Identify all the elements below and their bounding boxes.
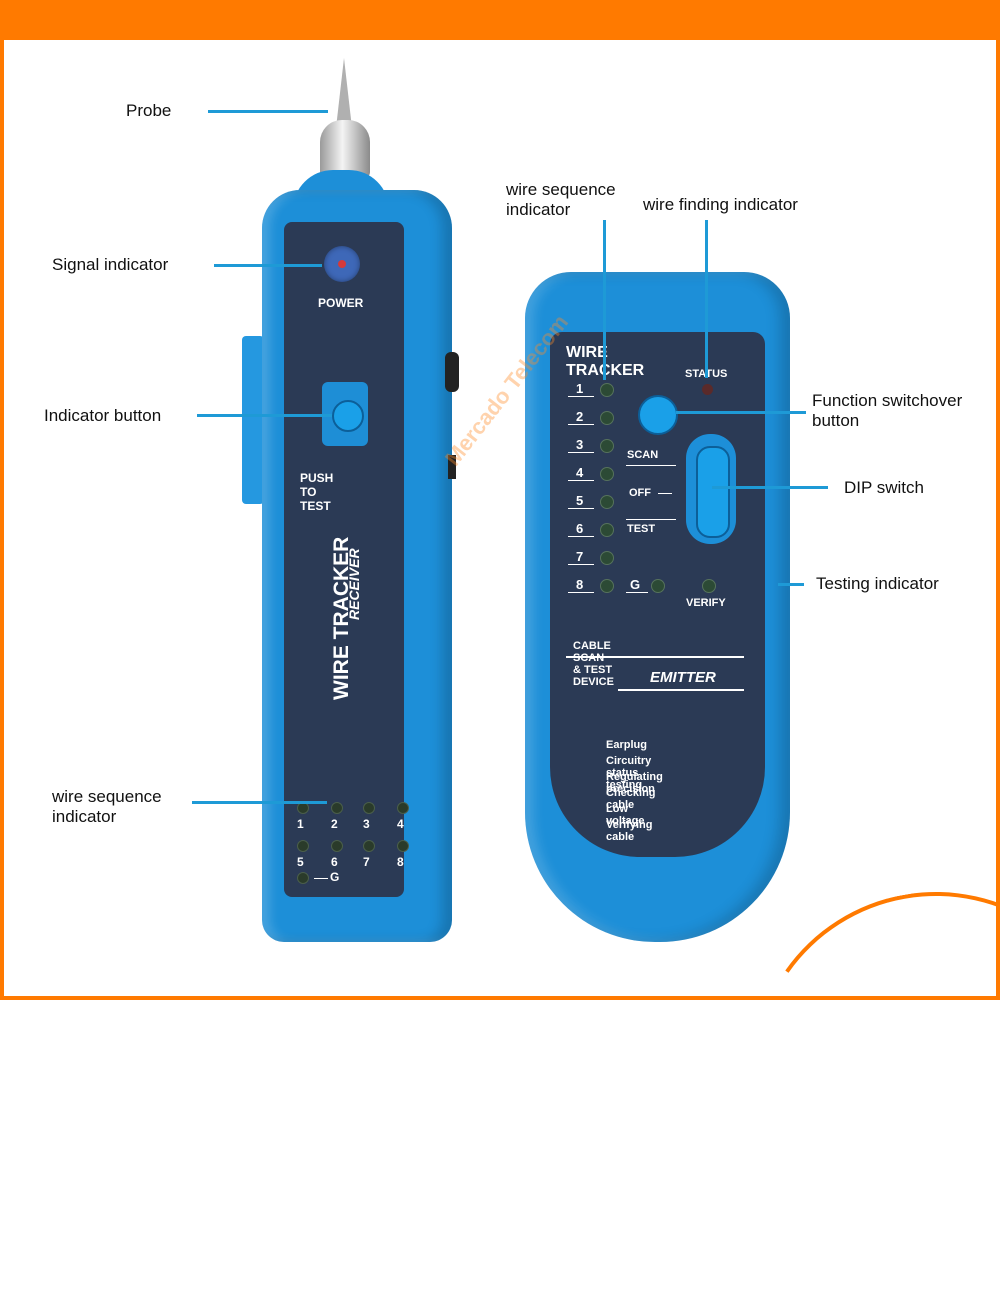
ground-led (651, 579, 665, 593)
receiver-switch[interactable] (448, 455, 456, 479)
receiver-led (363, 840, 375, 852)
brand-bar (276, 34, 1000, 40)
receiver-panel (284, 222, 404, 897)
receiver-led (331, 802, 343, 814)
channel-label: 2 (576, 409, 584, 424)
leader-dip-switch (712, 486, 828, 489)
emitter-label: EMITTER (650, 669, 716, 686)
callout-probe: Probe (126, 101, 172, 120)
volume-knob[interactable] (445, 352, 459, 392)
frame-border (0, 0, 1000, 1000)
receiver-led-label: 7 (363, 855, 370, 869)
channel-led (600, 383, 614, 397)
leader-function-switch (676, 411, 806, 414)
channel-led (600, 551, 614, 565)
receiver-led (397, 802, 409, 814)
channel-label: 4 (576, 465, 584, 480)
function-switch-button[interactable] (638, 395, 678, 435)
feature-item: Verifying cable (606, 819, 653, 843)
callout-receiver-wire-sequence: wire sequence indicator (52, 787, 162, 826)
channel-label: 5 (576, 493, 584, 508)
channel-led (600, 523, 614, 537)
receiver-led-label: 1 (297, 817, 304, 831)
receiver-led-label: 8 (397, 855, 404, 869)
feature-item: Low voltage (606, 803, 645, 827)
probe-tip (336, 58, 352, 128)
leader-receiver-wire-sequence (192, 801, 327, 804)
receiver-led (397, 840, 409, 852)
callout-function-switch: Function switchover button (812, 391, 963, 430)
test-label: TEST (627, 523, 656, 535)
receiver-led-label: 6 (331, 855, 338, 869)
callout-signal-indicator: Signal indicator (52, 255, 169, 274)
channel-led (600, 495, 614, 509)
leader-indicator-button (197, 414, 332, 417)
channel-label: 6 (576, 521, 584, 536)
feature-item: Checking cable (606, 787, 656, 811)
leader-wire-finding (705, 220, 708, 378)
channel-label: 7 (576, 549, 584, 564)
feature-item: Earplug (606, 739, 647, 751)
leader-testing-indicator (778, 583, 804, 586)
corner-decoration (722, 862, 1000, 1289)
verify-led (702, 579, 716, 593)
receiver-led-label: 2 (331, 817, 338, 831)
receiver-led (297, 840, 309, 852)
receiver-led (331, 840, 343, 852)
channel-label: 8 (576, 577, 584, 592)
receiver-led (363, 802, 375, 814)
receiver-ground-led (297, 872, 309, 884)
device-name: CABLE SCAN & TEST DEVICE (573, 640, 614, 688)
receiver-ground-label: G (330, 870, 340, 884)
receiver-led-label: 5 (297, 855, 304, 869)
channel-label: 1 (576, 381, 584, 396)
receiver-led-label: 3 (363, 817, 370, 831)
callout-wire-finding: wire finding indicator (643, 195, 798, 214)
scan-label: SCAN (627, 449, 659, 461)
leader-probe (208, 110, 328, 113)
leader-emitter-wire-sequence (603, 220, 606, 380)
receiver-side-clip (242, 336, 264, 504)
status-led (702, 384, 713, 395)
brand-logo: Mercado Telecom (0, 0, 276, 40)
channel-label: 3 (576, 437, 584, 452)
push-button-cap[interactable] (332, 400, 364, 432)
power-label: POWER (318, 296, 364, 310)
probe-metal (320, 120, 370, 178)
callout-indicator-button: Indicator button (44, 406, 162, 425)
channel-led (600, 411, 614, 425)
callout-testing-indicator: Testing indicator (816, 574, 939, 593)
dip-switch-slider[interactable] (696, 446, 730, 538)
push-to-test-label: PUSH TO TEST (300, 471, 334, 513)
callout-emitter-wire-sequence: wire sequence indicator (506, 180, 616, 219)
ground-line (314, 878, 328, 879)
callout-dip-switch: DIP switch (844, 478, 924, 497)
feature-item: Circuitry status testing (606, 755, 652, 791)
channel-led (600, 467, 614, 481)
feature-item: Regulating precision (606, 771, 663, 795)
leader-signal-indicator (214, 264, 322, 267)
channel-led (600, 579, 614, 593)
receiver-subtitle: RECEIVER (346, 548, 362, 620)
power-led (324, 246, 360, 282)
receiver-led-label: 4 (397, 817, 404, 831)
off-label: OFF (629, 487, 651, 499)
channel-led (600, 439, 614, 453)
ground-label: G (630, 577, 641, 592)
verify-label: VERIFY (686, 597, 726, 609)
